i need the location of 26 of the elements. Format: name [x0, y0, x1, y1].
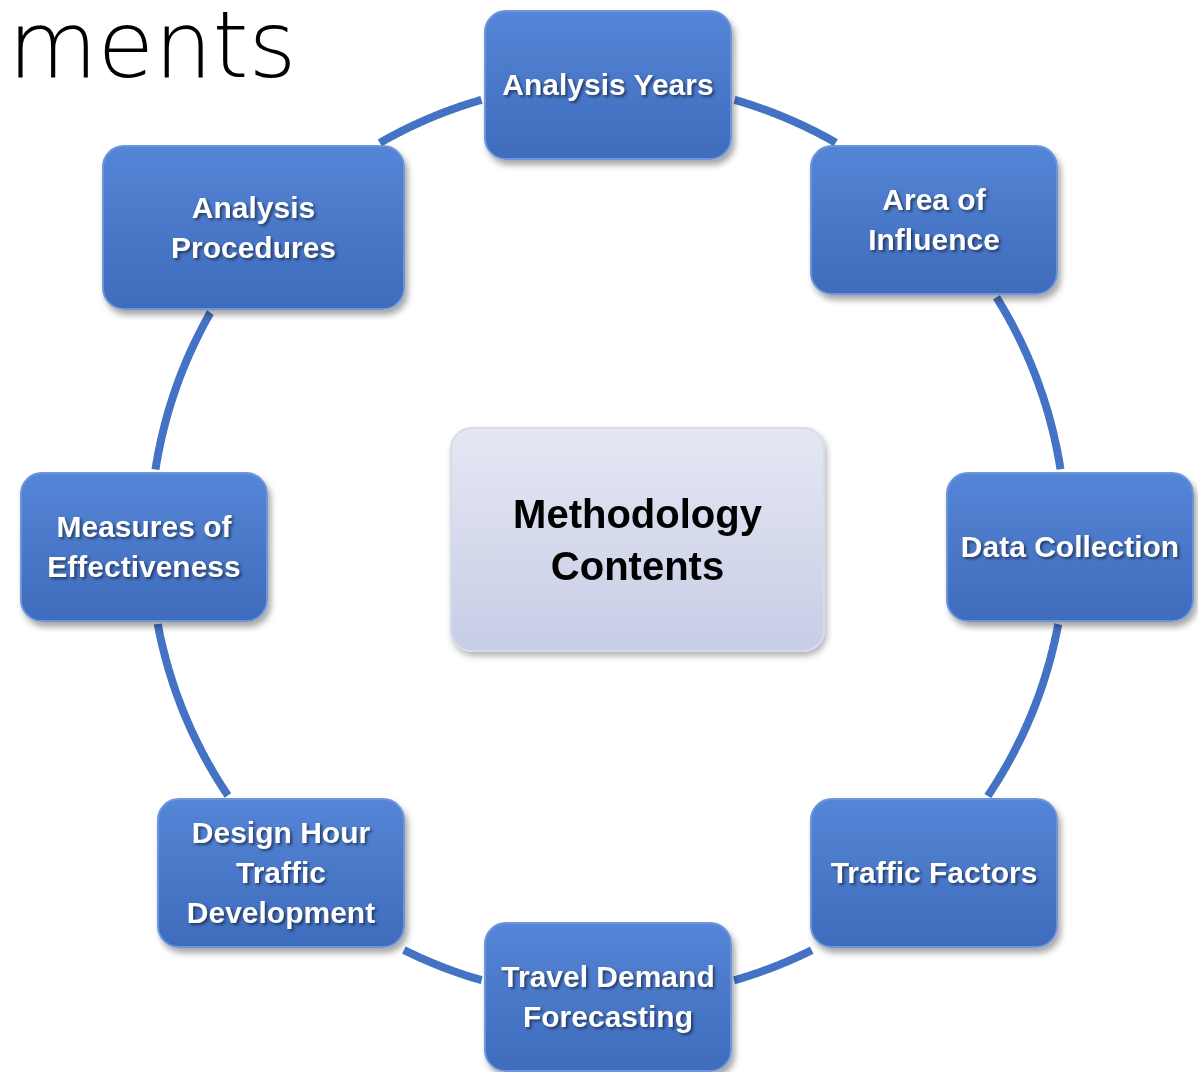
box-label: Methodology Contents [512, 490, 763, 590]
box-label: Area of Influence [867, 182, 1001, 258]
topic-box [810, 798, 1058, 948]
connector-arc [400, 946, 485, 985]
connector-arc [992, 294, 1065, 473]
box-label: Analysis Years [502, 67, 714, 103]
topic-box [102, 145, 405, 310]
box-label: Data Collection [960, 529, 1180, 565]
topic-box [810, 145, 1058, 295]
topic-box [20, 472, 268, 622]
topic-box [484, 922, 732, 1072]
box-label: Measures of Effectiveness [46, 509, 242, 585]
connector-arc [376, 95, 485, 147]
box-label: Analysis Procedures [169, 189, 338, 266]
box-label: Travel Demand Forecasting [500, 959, 716, 1035]
box-label: Traffic Factors [830, 855, 1038, 891]
box-label: Design Hour Traffic Development [185, 815, 377, 931]
connector-arc [984, 621, 1063, 800]
connector-arc [151, 309, 214, 473]
connector-arc [731, 96, 839, 147]
topic-box [157, 798, 405, 948]
topic-box [946, 472, 1194, 622]
center-box [450, 427, 825, 652]
topic-box [484, 10, 732, 160]
title-fragment: ments [8, 0, 297, 99]
connector-arc [730, 946, 815, 985]
